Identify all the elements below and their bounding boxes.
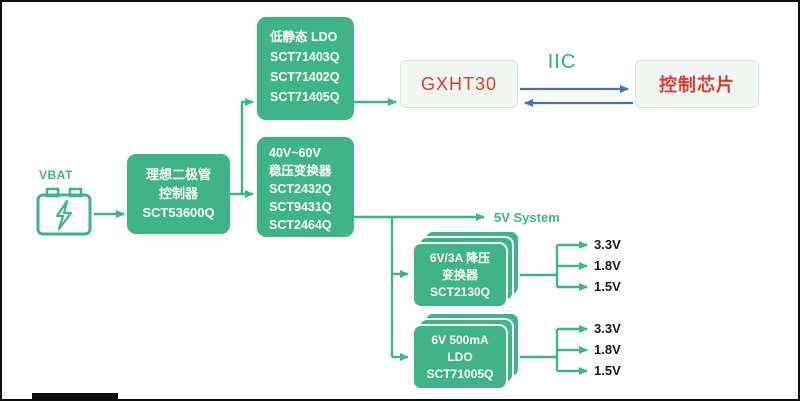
gxht30-label: GXHT30 (420, 73, 498, 94)
controller-chip-label: 控制芯片 (659, 75, 735, 95)
box-line: SCT71405Q (270, 90, 340, 104)
voltage-label: 1.8V (594, 258, 621, 273)
box-line: 理想二极管 (145, 167, 211, 182)
box-line: SCT9431Q (269, 200, 332, 214)
voltage-label: 3.3V (594, 321, 621, 336)
ldo-stack: 6V 500mA LDO SCT71005Q (412, 312, 520, 390)
box-line: SCT71402Q (270, 70, 340, 84)
box-line: LDO (447, 350, 473, 364)
controller-chip-box: 控制芯片 (635, 60, 759, 108)
box-line: SCT2464Q (269, 218, 332, 232)
gxht30-box: GXHT30 (400, 60, 518, 108)
hv-buck-box: 40V~60V 稳压变换器 SCT2432Q SCT9431Q SCT2464Q (257, 137, 354, 237)
bottom-left-bar (32, 393, 118, 399)
iic-label: IIC (547, 51, 577, 73)
buck-stack: 6V/3A 降压 变换器 SCT2130Q (412, 230, 520, 308)
box-line: SCT2130Q (429, 285, 491, 299)
5v-system-label: 5V System (494, 210, 560, 225)
voltage-label: 3.3V (594, 237, 621, 252)
voltage-label: 1.5V (594, 279, 621, 294)
voltage-label: 1.5V (594, 363, 621, 378)
voltage-label: 1.8V (594, 342, 621, 357)
buck-stack-front: 6V/3A 降压 变换器 SCT2130Q (412, 242, 508, 308)
box-line: SCT71005Q (426, 367, 494, 381)
low-iq-ldo-box: 低静态 LDO SCT71403Q SCT71402Q SCT71405Q (257, 17, 354, 120)
box-line: 变换器 (441, 268, 478, 282)
box-line: 控制器 (158, 186, 198, 201)
box-line: 稳压变换器 (269, 164, 332, 178)
box-line: 40V~60V (269, 146, 321, 160)
box-line: SCT53600Q (142, 205, 215, 220)
ldo-stack-front: 6V 500mA LDO SCT71005Q (412, 324, 508, 390)
vbat-label: VBAT (39, 168, 73, 182)
box-line: SCT71403Q (270, 50, 340, 64)
box-line: SCT2432Q (269, 182, 332, 196)
box-line: 低静态 LDO (270, 30, 338, 44)
battery-icon (36, 187, 92, 236)
box-line: 6V/3A 降压 (429, 251, 491, 265)
box-line: 6V 500mA (431, 333, 489, 347)
ideal-diode-box: 理想二极管 控制器 SCT53600Q (127, 154, 230, 234)
arrow-ideal-diode-to-ldo (240, 98, 254, 194)
